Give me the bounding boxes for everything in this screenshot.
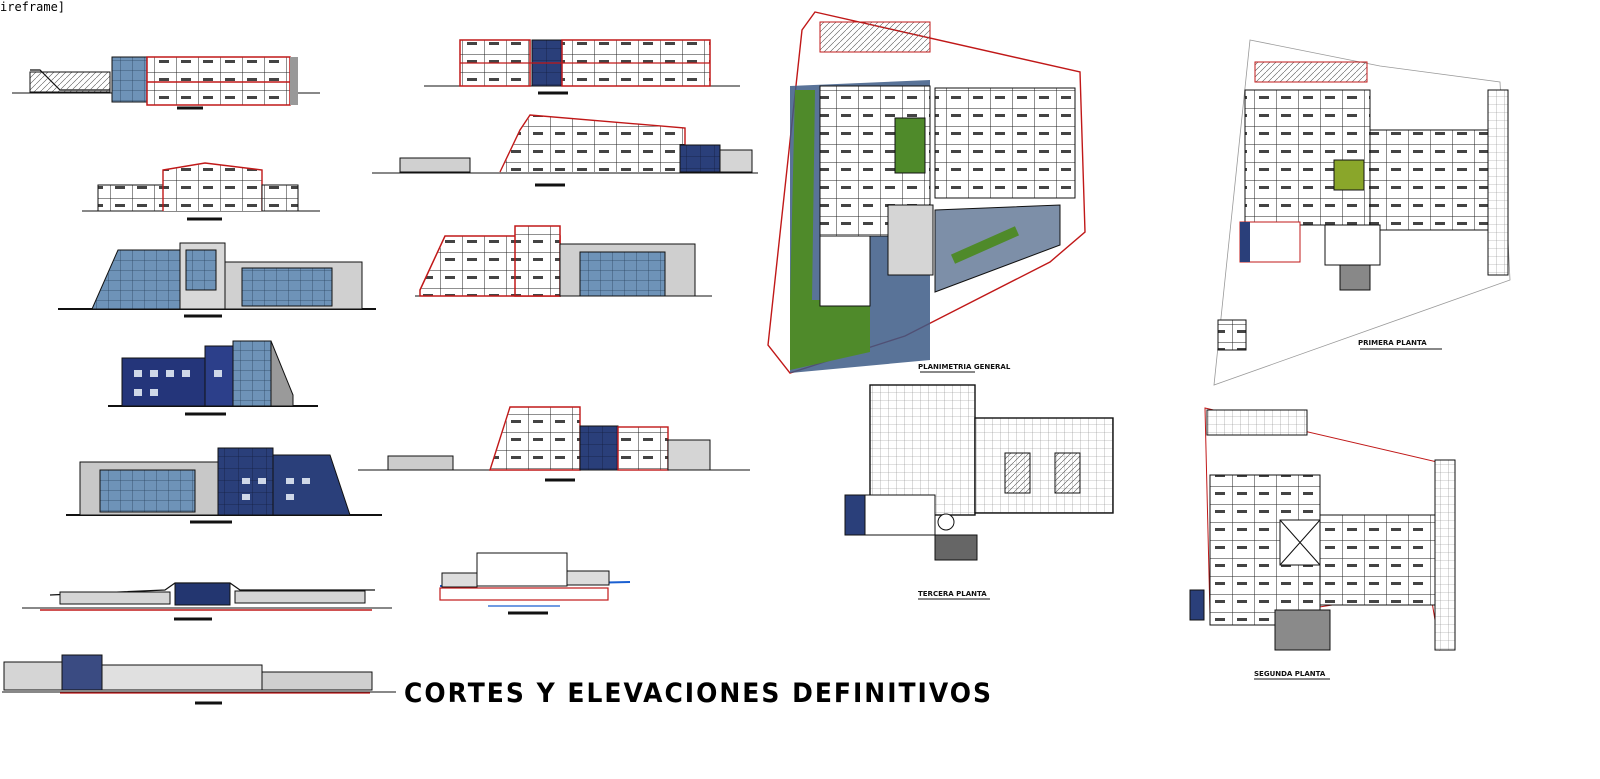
long-elevation: [2, 654, 396, 705]
section-3: [424, 39, 740, 95]
elevation-3: [66, 447, 382, 524]
elevation-1: [58, 242, 376, 318]
section-6: [358, 406, 750, 482]
site-plan-title: PLANIMETRIA GENERAL: [918, 363, 1011, 371]
second-floor-plan[interactable]: SEGUNDA PLANTA: [1189, 407, 1456, 680]
sheet-title: CORTES Y ELEVACIONES DEFINITIVOS: [404, 678, 994, 709]
long-section-1: [22, 582, 392, 621]
section-5: [415, 225, 712, 297]
elevation-2: [108, 340, 318, 416]
section-7: [439, 552, 631, 615]
first-floor-title: PRIMERA PLANTA: [1358, 339, 1427, 347]
second-floor-title: SEGUNDA PLANTA: [1254, 670, 1326, 678]
first-floor-plan[interactable]: PRIMERA PLANTA: [1213, 39, 1511, 386]
section-1: [12, 56, 320, 110]
section-2: [82, 162, 320, 221]
viewport-label: ireframe]: [0, 0, 66, 14]
site-plan[interactable]: PLANIMETRIA GENERAL: [767, 11, 1086, 374]
third-floor-title: TERCERA PLANTA: [918, 590, 987, 598]
section-4: [372, 114, 758, 187]
third-floor-plan[interactable]: TERCERA PLANTA: [844, 384, 1114, 600]
